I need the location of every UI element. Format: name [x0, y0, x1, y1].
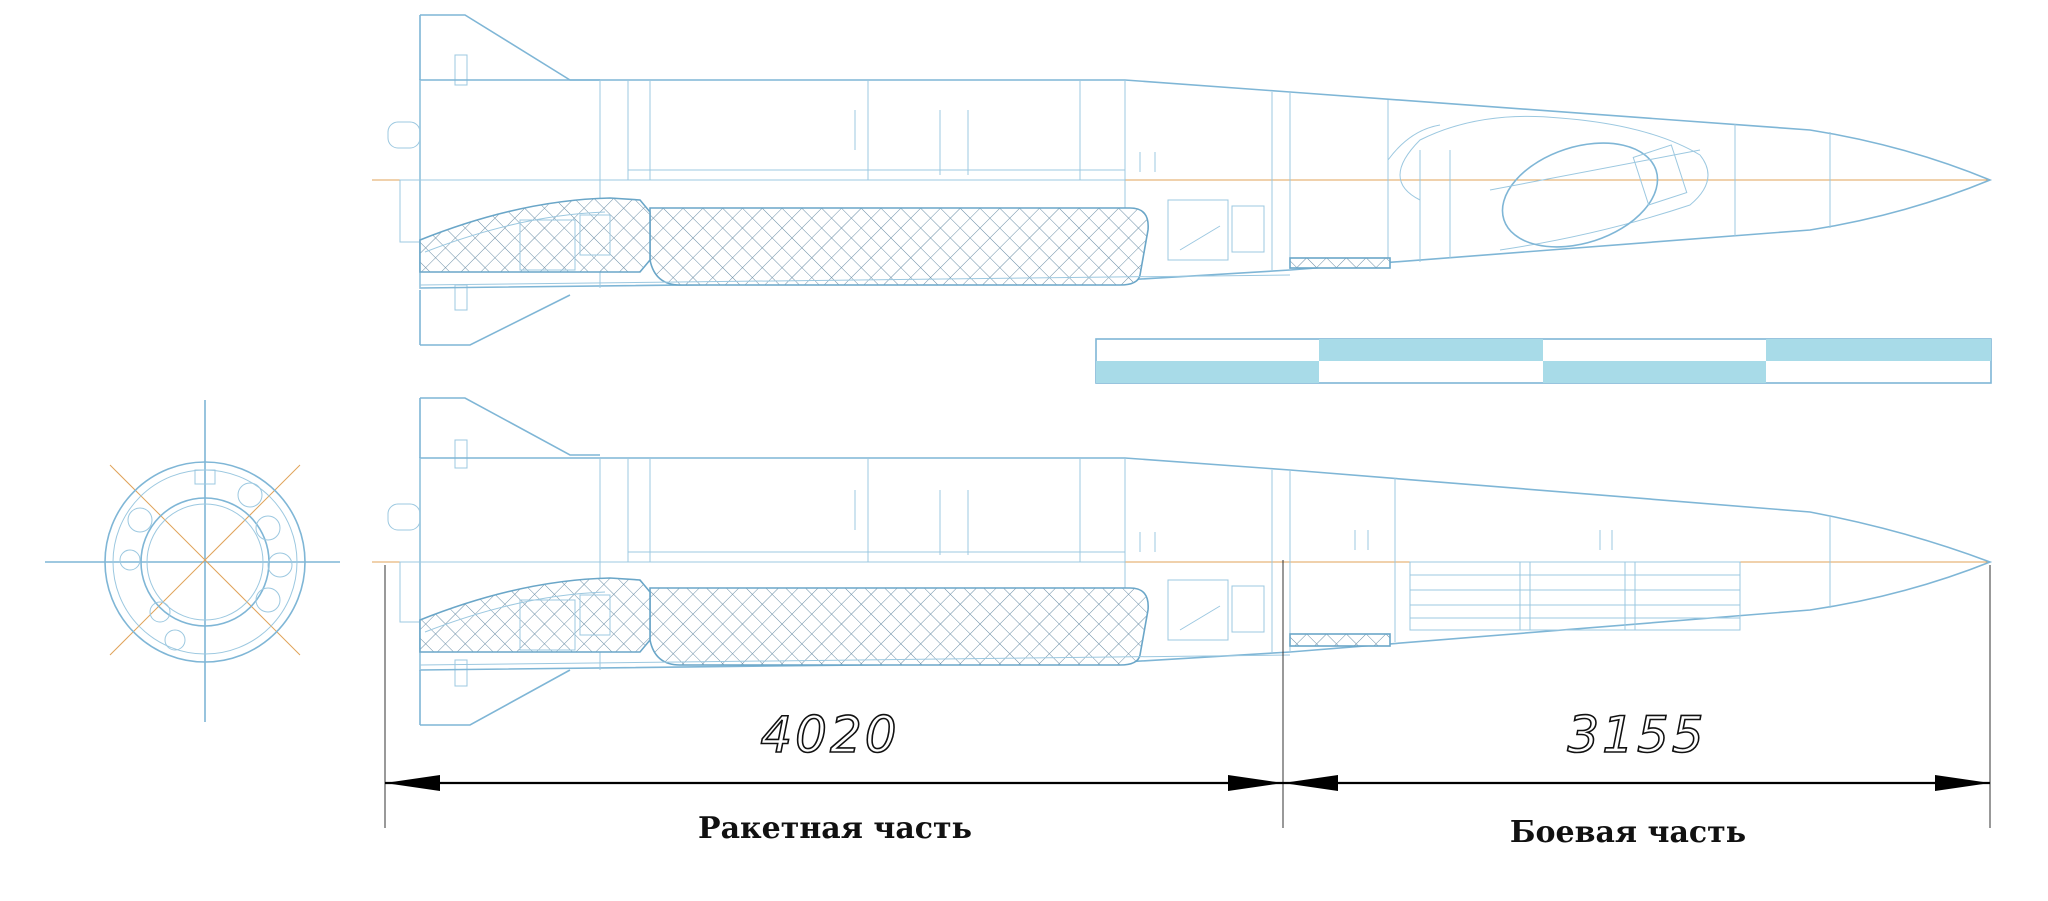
rocket-part-caption: Ракетная часть: [698, 811, 972, 846]
dimension-lines: [384, 560, 1991, 828]
missile-bottom-view: [372, 397, 1993, 726]
rocket-part-dimension: 4020: [760, 706, 899, 764]
scale-bar: [1095, 338, 1992, 384]
end-view: [45, 400, 340, 722]
submunitions: [1409, 561, 1741, 631]
warhead-part-caption: Боевая часть: [1510, 815, 1746, 850]
missile-top-view: [372, 14, 1993, 346]
warhead-dimension: 3155: [1567, 706, 1706, 764]
